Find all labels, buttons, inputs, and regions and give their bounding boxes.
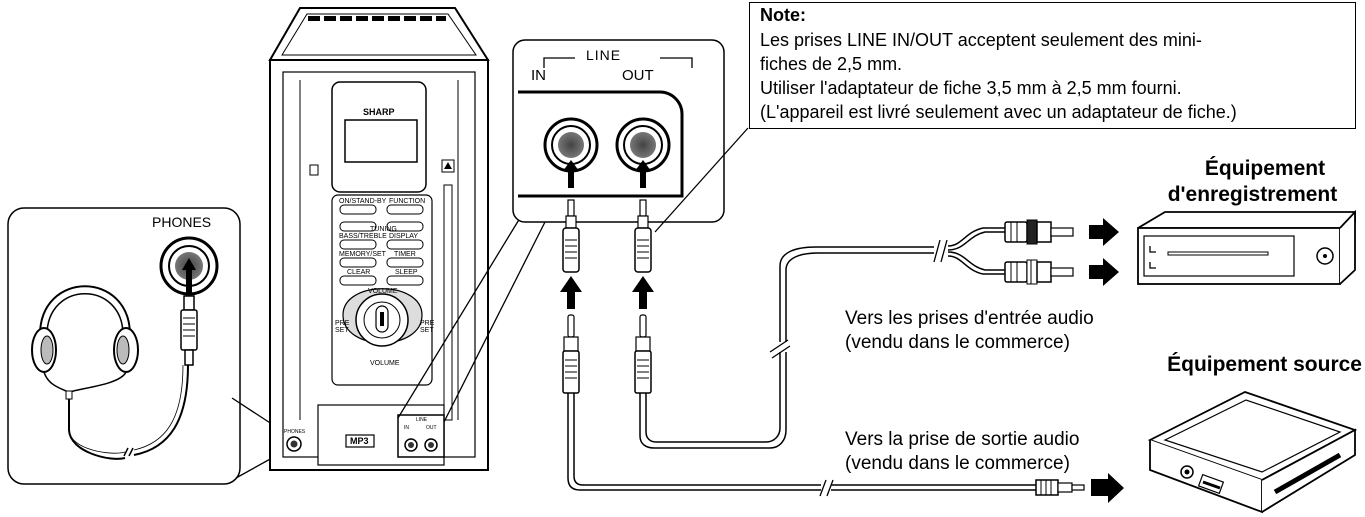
unit-buttons — [339, 204, 424, 286]
phones-label: PHONES — [152, 214, 212, 230]
unit-preset-left: PRE SET — [335, 320, 350, 334]
unit-volume-label-bottom: VOLUME — [370, 360, 400, 367]
plug-out-35 — [634, 314, 652, 394]
line-out-jack — [615, 117, 671, 188]
unit-line-small: LINE — [416, 417, 428, 423]
note-line-3: Utiliser l'adaptateur de fiche 3,5 mm à … — [760, 78, 1182, 98]
plug-in-35 — [562, 314, 580, 394]
audio-output-caption-1: Vers la prise de sortie audio — [845, 429, 1080, 450]
recording-equipment-title-2: d'enregistrement — [1167, 183, 1338, 206]
source-equipment-icon — [1147, 391, 1358, 514]
unit-btn-label-7: CLEAR — [347, 269, 371, 276]
rca-plug-top — [1004, 219, 1074, 245]
headphones-icon — [31, 285, 189, 460]
arrow-right-icon — [1089, 218, 1119, 286]
unit-btn-label-6: TIMER — [394, 251, 416, 258]
note-line-4: (L'appareil est livré seulement avec un … — [760, 102, 1237, 122]
note-line-1: Les prises LINE IN/OUT acceptent seuleme… — [760, 30, 1202, 50]
phones-jack-large — [159, 236, 219, 296]
unit-btn-label-4: DISPLAY — [389, 233, 419, 240]
audio-output-caption-2: (vendu dans le commerce) — [845, 453, 1070, 474]
arrow-up-icon — [560, 276, 654, 309]
unit-tuning-label: TUNING — [370, 226, 397, 233]
headphone-plug — [180, 295, 198, 366]
line-in-label: IN — [531, 67, 546, 84]
unit-in-small: IN — [404, 425, 409, 431]
line-title: LINE — [586, 47, 622, 63]
main-unit — [268, 7, 490, 471]
volume-dial — [342, 288, 423, 347]
note-line-2: fiches de 2,5 mm. — [760, 54, 903, 74]
recording-equipment-icon — [1137, 209, 1356, 285]
unit-preset-right: PRE SET — [420, 320, 435, 334]
unit-volume-label-top: VOLUME — [368, 288, 398, 295]
cable-line-out — [639, 227, 1005, 449]
line-panel — [512, 39, 725, 223]
unit-btn-label-5: MEMORY/SET — [339, 251, 386, 258]
unit-btn-label-2: FUNCTION — [389, 198, 426, 205]
audio-input-caption-2: (vendu dans le commerce) — [845, 332, 1070, 353]
unit-out-small: OUT — [426, 425, 437, 431]
unit-btn-label-3: BASS/TREBLE — [339, 233, 387, 240]
rca-plug-bottom — [1004, 259, 1074, 285]
unit-btn-label-1: ON/STAND-BY — [339, 198, 387, 205]
source-equipment-title: Équipement source — [1167, 353, 1362, 376]
note-title: Note: — [760, 5, 806, 25]
adapter-in — [562, 199, 580, 273]
unit-mp3-badge: MP3 — [350, 436, 369, 446]
vent-slots — [308, 16, 446, 21]
audio-input-caption-1: Vers les prises d'entrée audio — [845, 308, 1094, 329]
line-in-jack — [543, 117, 599, 188]
unit-btn-label-8: SLEEP — [395, 269, 418, 276]
line-out-label: OUT — [622, 67, 654, 84]
unit-brand: SHARP — [363, 107, 395, 117]
cable-line-in — [567, 393, 1124, 503]
unit-phones-small: PHONES — [284, 429, 306, 435]
note-box — [749, 2, 1356, 129]
adapter-out — [634, 199, 652, 273]
recording-equipment-title-1: Équipement — [1204, 157, 1326, 180]
